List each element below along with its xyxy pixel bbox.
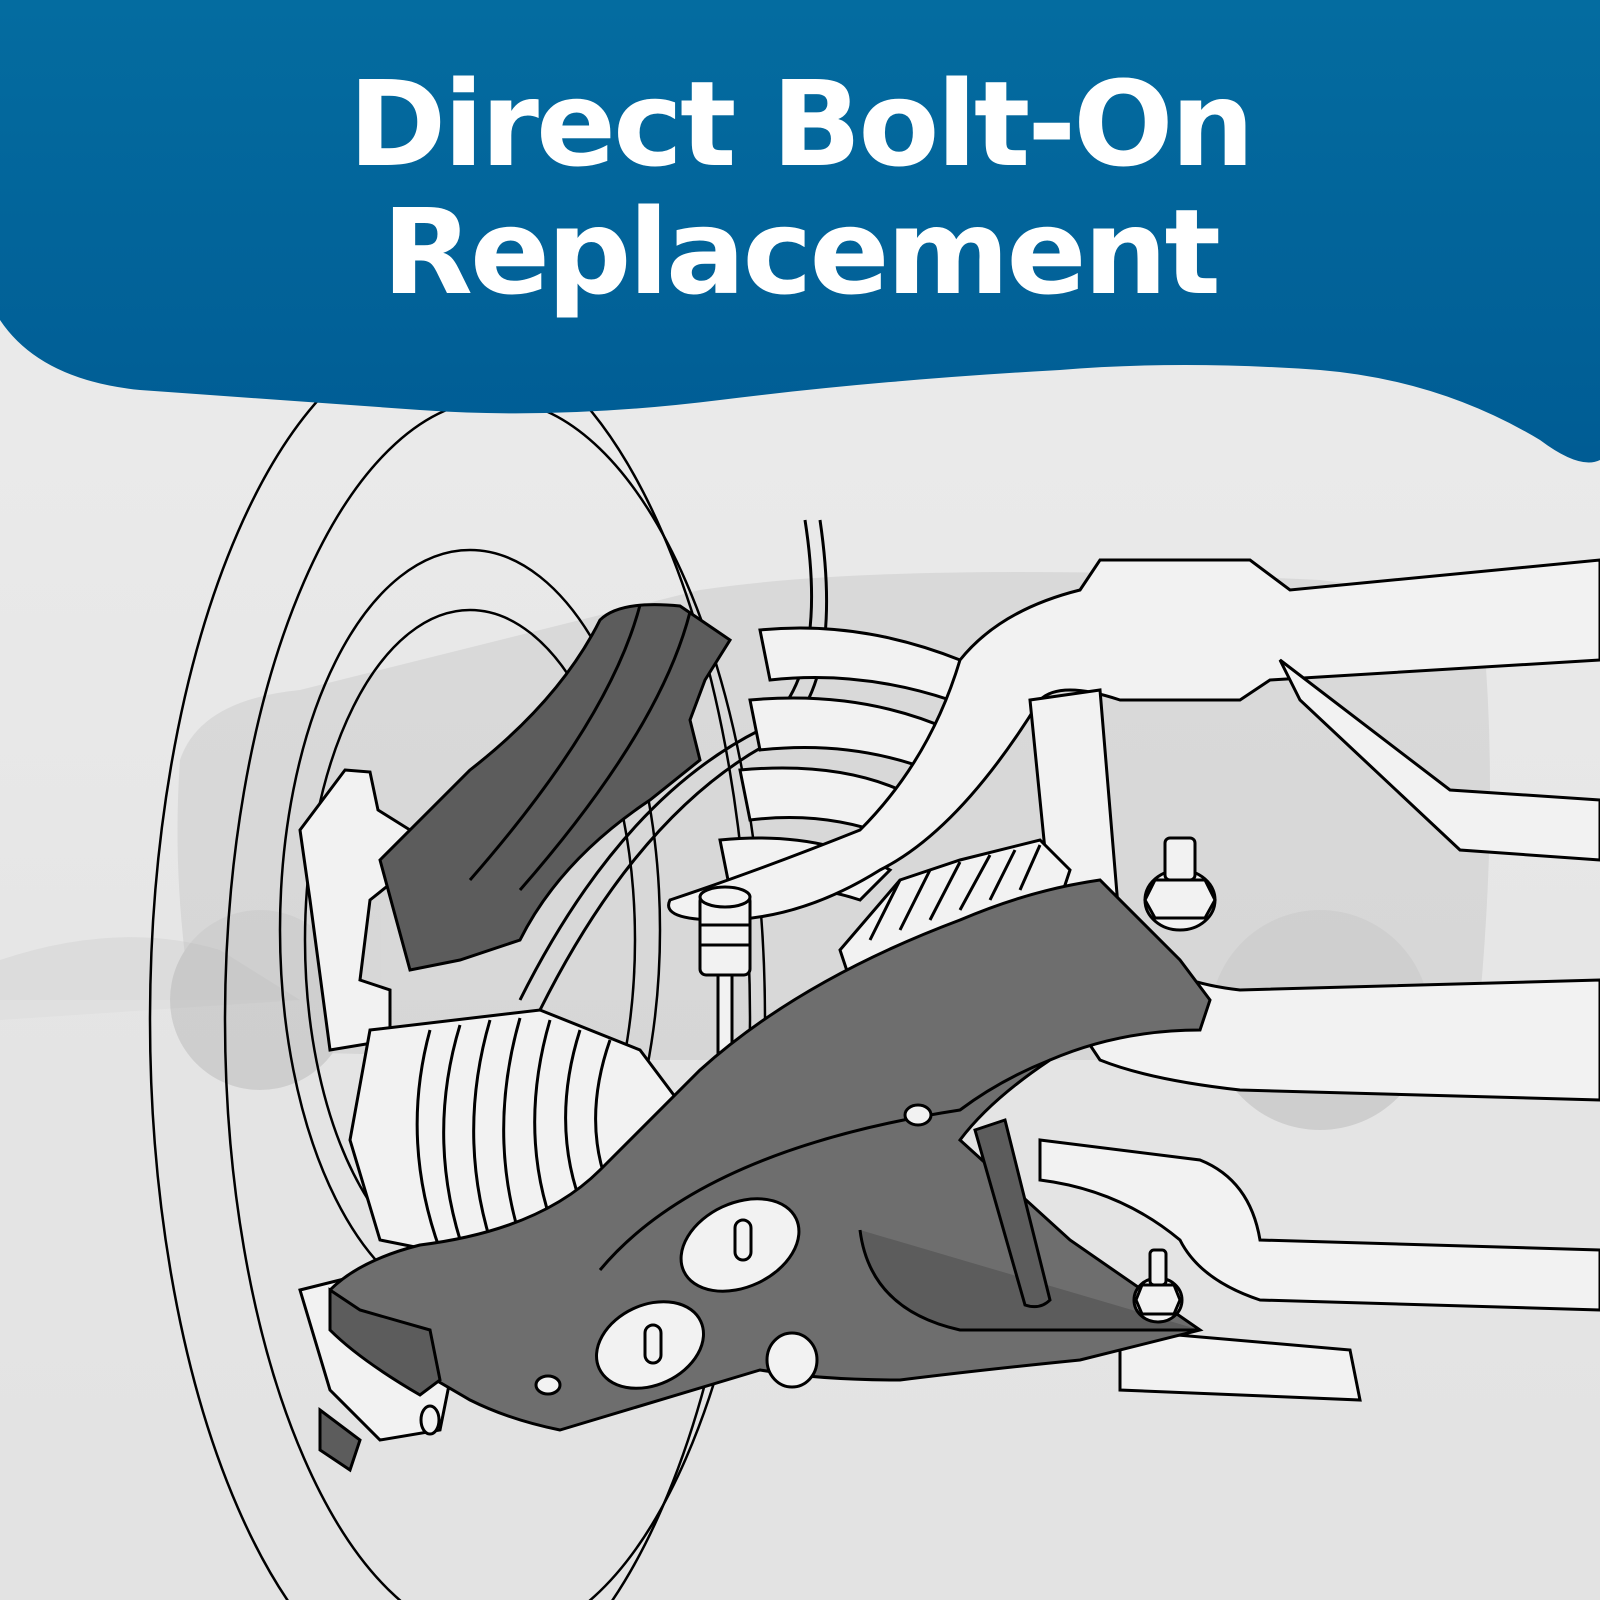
headline-line-2: Replacement bbox=[382, 183, 1221, 321]
subframe-bolt-lower bbox=[1132, 1248, 1184, 1324]
upper-control-arm bbox=[378, 603, 733, 972]
sway-bar-link bbox=[698, 885, 752, 1067]
header-banner bbox=[0, 0, 1600, 463]
ball-joint-stud bbox=[973, 1118, 1052, 1309]
tie-rod-end bbox=[318, 1407, 362, 1473]
headline: Direct Bolt-On Replacement bbox=[0, 60, 1600, 316]
strut-tower bbox=[667, 558, 1600, 922]
headline-line-1: Direct Bolt-On bbox=[348, 55, 1254, 193]
mount-holes bbox=[534, 1103, 933, 1396]
subframe-bolt-upper bbox=[1143, 836, 1217, 932]
